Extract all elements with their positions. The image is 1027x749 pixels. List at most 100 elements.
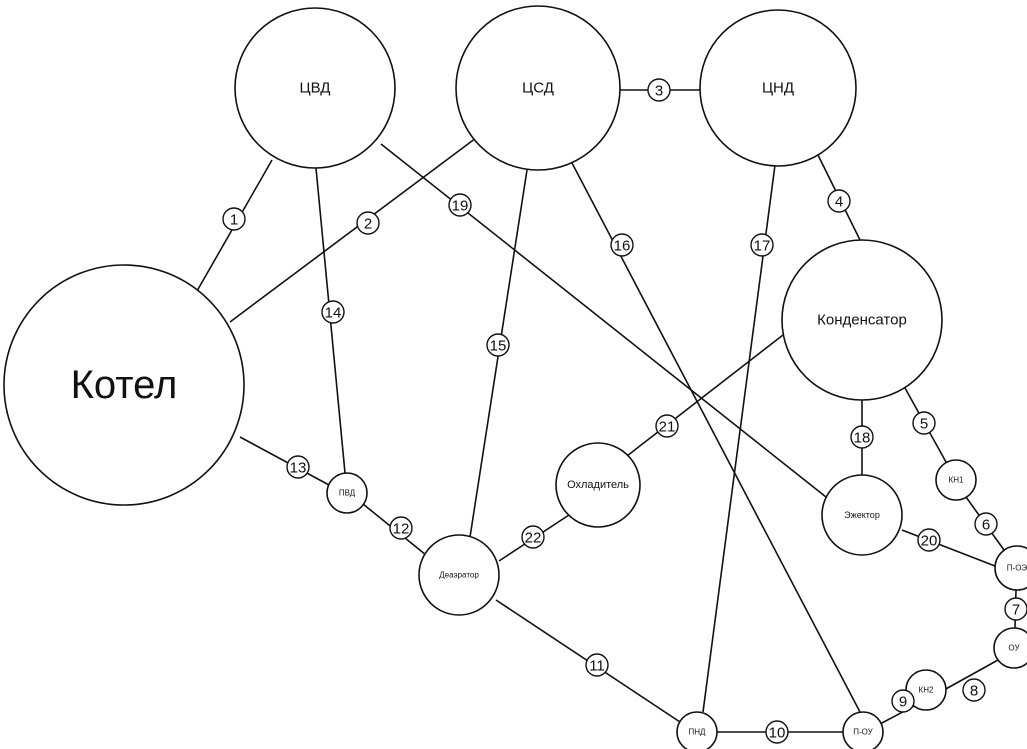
edge-label-11-text: 11 — [589, 658, 605, 675]
edge-label-8-circle — [962, 678, 986, 702]
node-p-ou: П-ОУ — [842, 711, 884, 749]
edge-label-5: 5 — [912, 411, 936, 435]
edge-13-kotel-to-pvd — [239, 436, 330, 486]
node-p-oe: П-ОЭ — [994, 545, 1027, 591]
edge-label-21-circle — [655, 414, 679, 438]
edge-label-3-text: 3 — [655, 83, 663, 100]
node-ou-label: ОУ — [1008, 644, 1020, 653]
node-ohladitel-label: Охладитель — [567, 479, 629, 491]
edge-label-7-text: 7 — [1012, 602, 1020, 619]
edge-label-9-circle — [891, 689, 915, 713]
edge-label-3-circle — [647, 78, 671, 102]
edge-label-10: 10 — [765, 720, 789, 744]
node-kn2: КН2 — [905, 669, 947, 711]
node-kotel: Котел — [3, 264, 245, 506]
node-cnd-label: ЦНД — [762, 80, 794, 97]
edge-label-16-circle — [610, 233, 634, 257]
edge-label-14-circle — [321, 300, 345, 324]
edge-21-kondensator-to-ohladitel — [626, 334, 784, 457]
node-kotel-label: Котел — [71, 363, 178, 407]
nodes-layer: ЦВД ЦСД ЦНД Котел КонденсаторОхладительЭжект… — [3, 5, 1027, 749]
node-ohladitel-circle — [555, 442, 641, 528]
edge-label-10-text: 10 — [769, 725, 786, 742]
edge-label-13: 13 — [286, 455, 310, 479]
edge-label-17: 17 — [750, 233, 774, 257]
node-pvd-circle — [326, 472, 368, 514]
edges-layer — [192, 89, 1017, 733]
edge-label-6-text: 6 — [982, 517, 990, 534]
edge-label-22-circle — [521, 525, 545, 549]
edge-label-7: 7 — [1004, 597, 1027, 621]
edge-label-9: 9 — [891, 689, 915, 713]
node-ou-circle — [993, 627, 1027, 669]
node-ezhektor-circle — [821, 474, 903, 556]
node-cvd-label: ЦВД — [300, 80, 331, 97]
edge-label-19-circle — [448, 193, 472, 217]
edge-label-2-text: 2 — [364, 216, 372, 233]
edge-label-4: 4 — [827, 189, 851, 213]
edge-label-18-text: 18 — [854, 430, 871, 447]
edge-label-1-circle — [222, 207, 246, 231]
node-csd: ЦСД — [455, 5, 621, 171]
edge-label-8: 8 — [962, 678, 986, 702]
node-ou: ОУ — [993, 627, 1027, 669]
edge-label-15-circle — [486, 333, 510, 357]
node-csd-circle — [455, 5, 621, 171]
edge-label-20-circle — [917, 528, 941, 552]
node-pvd-label: ПВД — [339, 489, 356, 498]
edge-label-18: 18 — [850, 425, 874, 449]
node-cnd: ЦНД — [699, 9, 857, 167]
node-kn1: КН1 — [935, 459, 977, 501]
edge-label-5-text: 5 — [920, 416, 928, 433]
node-ezhektor-label: Эжектор — [844, 510, 880, 520]
edge-label-9-text: 9 — [899, 694, 907, 711]
edge-label-12-text: 12 — [393, 521, 410, 538]
edge-label-16: 16 — [610, 233, 634, 257]
edge-20-ezhektor-to-p-oe — [901, 529, 996, 567]
node-kotel-circle — [3, 264, 245, 506]
edge-label-1: 1 — [222, 207, 246, 231]
node-cnd-circle — [699, 9, 857, 167]
edge-label-16-text: 16 — [614, 238, 631, 255]
edge-label-17-text: 17 — [754, 238, 771, 255]
node-kondensator-label: Конденсатор — [817, 312, 907, 329]
edge-label-12: 12 — [389, 516, 413, 540]
edge-label-12-circle — [389, 516, 413, 540]
edge-label-19: 19 — [448, 193, 472, 217]
edge-label-2-circle — [356, 211, 380, 235]
edge-label-15: 15 — [486, 333, 510, 357]
node-cvd-circle — [234, 7, 396, 169]
edge-label-8-text: 8 — [970, 683, 978, 700]
edge-label-15-text: 15 — [490, 338, 507, 355]
edge-label-22-text: 22 — [525, 530, 542, 547]
edge-label-20-text: 20 — [921, 533, 938, 550]
edge-label-13-circle — [286, 455, 310, 479]
node-kn2-label: КН2 — [919, 686, 934, 695]
edge-label-3: 3 — [647, 78, 671, 102]
node-pnd-label: ПНД — [689, 728, 707, 737]
edge-label-10-circle — [765, 720, 789, 744]
edge-label-21: 21 — [655, 414, 679, 438]
edge-label-11: 11 — [585, 653, 609, 677]
node-pnd: ПНД — [676, 711, 718, 749]
node-kn1-label: КН1 — [949, 476, 964, 485]
node-deaerator-label: Деаэратор — [439, 571, 479, 580]
edge-label-5-circle — [912, 411, 936, 435]
node-ezhektor: Эжектор — [821, 474, 903, 556]
edge-label-20: 20 — [917, 528, 941, 552]
edge-label-4-circle — [827, 189, 851, 213]
edge-label-18-circle — [850, 425, 874, 449]
edge-label-2: 2 — [356, 211, 380, 235]
edge-label-13-text: 13 — [290, 460, 307, 477]
node-deaerator-circle — [418, 534, 500, 616]
edge-8-ou-to-kn2 — [943, 659, 999, 691]
node-csd-label: ЦСД — [522, 80, 554, 97]
node-pnd-circle — [676, 711, 718, 749]
node-kn1-circle — [935, 459, 977, 501]
edge-label-7-circle — [1004, 597, 1027, 621]
edge-label-4-text: 4 — [835, 194, 843, 211]
edge-label-14-text: 14 — [325, 305, 342, 322]
node-kondensator: Конденсатор — [781, 239, 943, 401]
